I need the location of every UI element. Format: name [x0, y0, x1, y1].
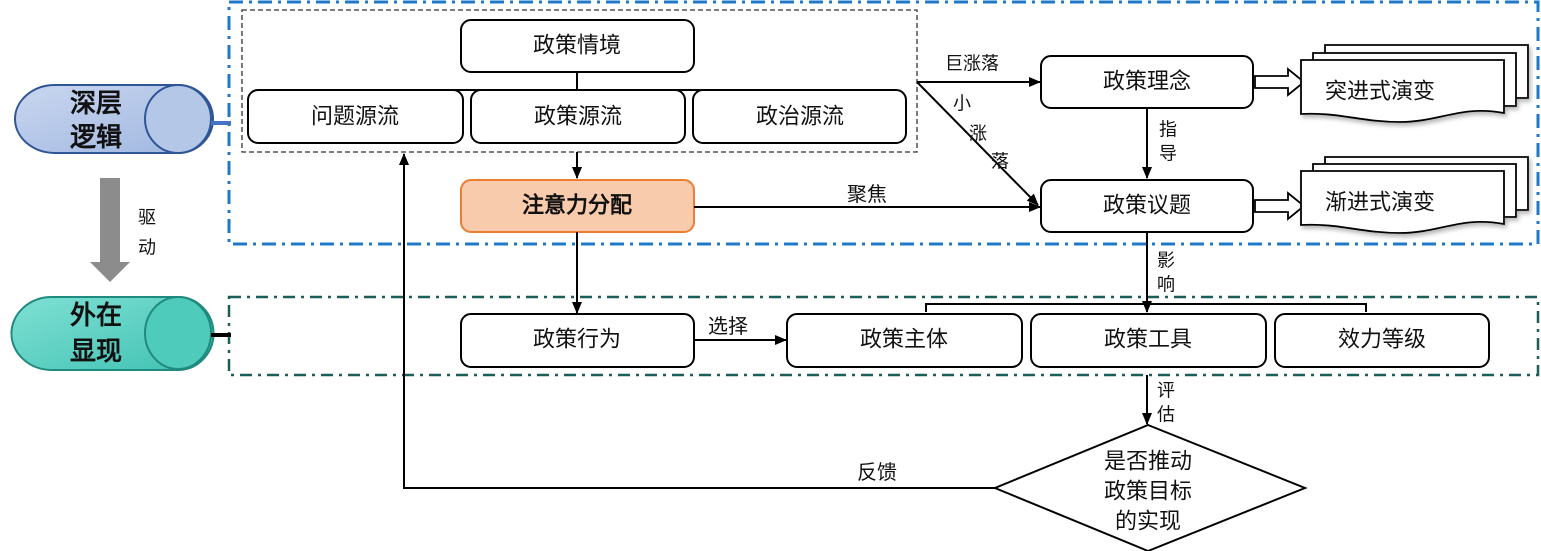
policy-subject-box	[786, 313, 1023, 368]
drive-label-1: 驱	[138, 208, 156, 229]
radical-evolution-documents	[1300, 44, 1529, 123]
outer-manifest-label-1: 外在	[70, 301, 122, 331]
small-fluctuation-label-2: 涨	[969, 124, 987, 145]
small-fluctuation-label-3: 落	[991, 152, 1009, 173]
policy-tool-label: 政策工具	[1104, 328, 1192, 353]
evaluate-label-1: 评	[1157, 381, 1175, 402]
small-fluctuation-label-1: 小	[953, 94, 971, 115]
policy-tool-box	[1030, 313, 1267, 368]
focus-label: 聚焦	[847, 182, 887, 206]
incremental-evolution-documents	[1300, 156, 1529, 234]
incremental-hollow-arrow	[1254, 191, 1306, 221]
policy-stream-label: 政策源流	[534, 105, 622, 130]
feedback-label: 反馈	[857, 460, 897, 484]
feedback-arrow	[399, 153, 995, 489]
radical-hollow-arrow	[1254, 67, 1306, 97]
drive-arrow	[90, 178, 130, 282]
small-fluctuation-arrow	[916, 81, 1039, 206]
instrument-branch-line	[925, 303, 1367, 312]
decision-line-3: 的实现	[1115, 510, 1181, 535]
decision-line-2: 政策目标	[1104, 480, 1192, 505]
choose-label: 选择	[708, 314, 748, 338]
deep-logic-cylinder: 深层 逻辑	[14, 84, 214, 154]
guide-label-2: 导	[1159, 144, 1177, 165]
effect-level-label: 效力等级	[1338, 328, 1426, 353]
guide-label-1: 指	[1159, 120, 1177, 141]
policy-agenda-label: 政策议题	[1103, 194, 1191, 219]
politics-stream-box	[692, 89, 907, 144]
politics-stream-label: 政治源流	[756, 105, 844, 130]
problem-stream-label: 问题源流	[311, 105, 399, 130]
attention-allocation-label: 注意力分配	[522, 193, 632, 219]
deep-logic-label-2: 逻辑	[70, 123, 122, 153]
decision-line-1: 是否推动	[1104, 450, 1192, 475]
outer-manifest-cylinder: 外在 显现	[10, 296, 215, 371]
goal-decision-diamond	[992, 423, 1308, 551]
outer-manifest-label-2: 显现	[70, 337, 122, 367]
influence-label-2: 响	[1157, 275, 1175, 296]
incremental-evolution-label: 渐进式演变	[1325, 191, 1435, 216]
evaluate-label-2: 估	[1157, 405, 1175, 426]
radical-evolution-label: 突进式演变	[1325, 80, 1435, 105]
problem-stream-box	[247, 89, 464, 144]
deep-logic-label-1: 深层	[70, 89, 122, 119]
policy-stream-box	[470, 89, 686, 144]
policy-context-label: 政策情境	[533, 34, 621, 59]
drive-label-2: 动	[138, 238, 156, 259]
effect-level-box	[1274, 313, 1490, 368]
policy-behavior-label: 政策行为	[533, 328, 621, 353]
policy-idea-label: 政策理念	[1103, 70, 1191, 95]
policy-subject-label: 政策主体	[860, 328, 948, 353]
big-fluctuation-label: 巨涨落	[945, 54, 999, 75]
influence-label-1: 影	[1157, 251, 1175, 272]
